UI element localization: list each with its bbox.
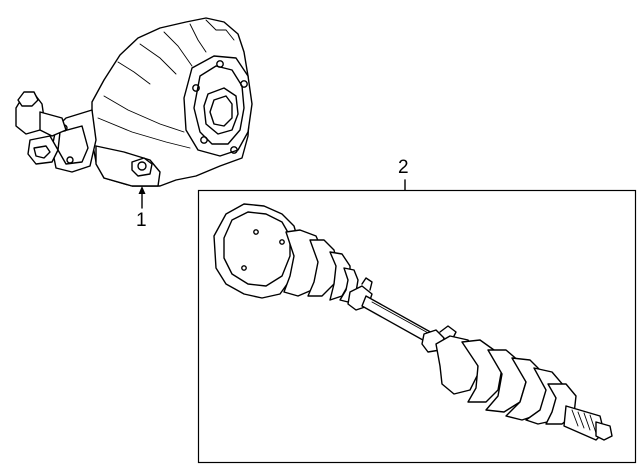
part-2-frame [197,189,637,464]
callout-2: 2 [398,157,409,178]
differential-assembly-icon [15,17,253,209]
axle-shaft-assembly-icon [197,179,637,464]
callout-1: 1 [136,210,147,231]
